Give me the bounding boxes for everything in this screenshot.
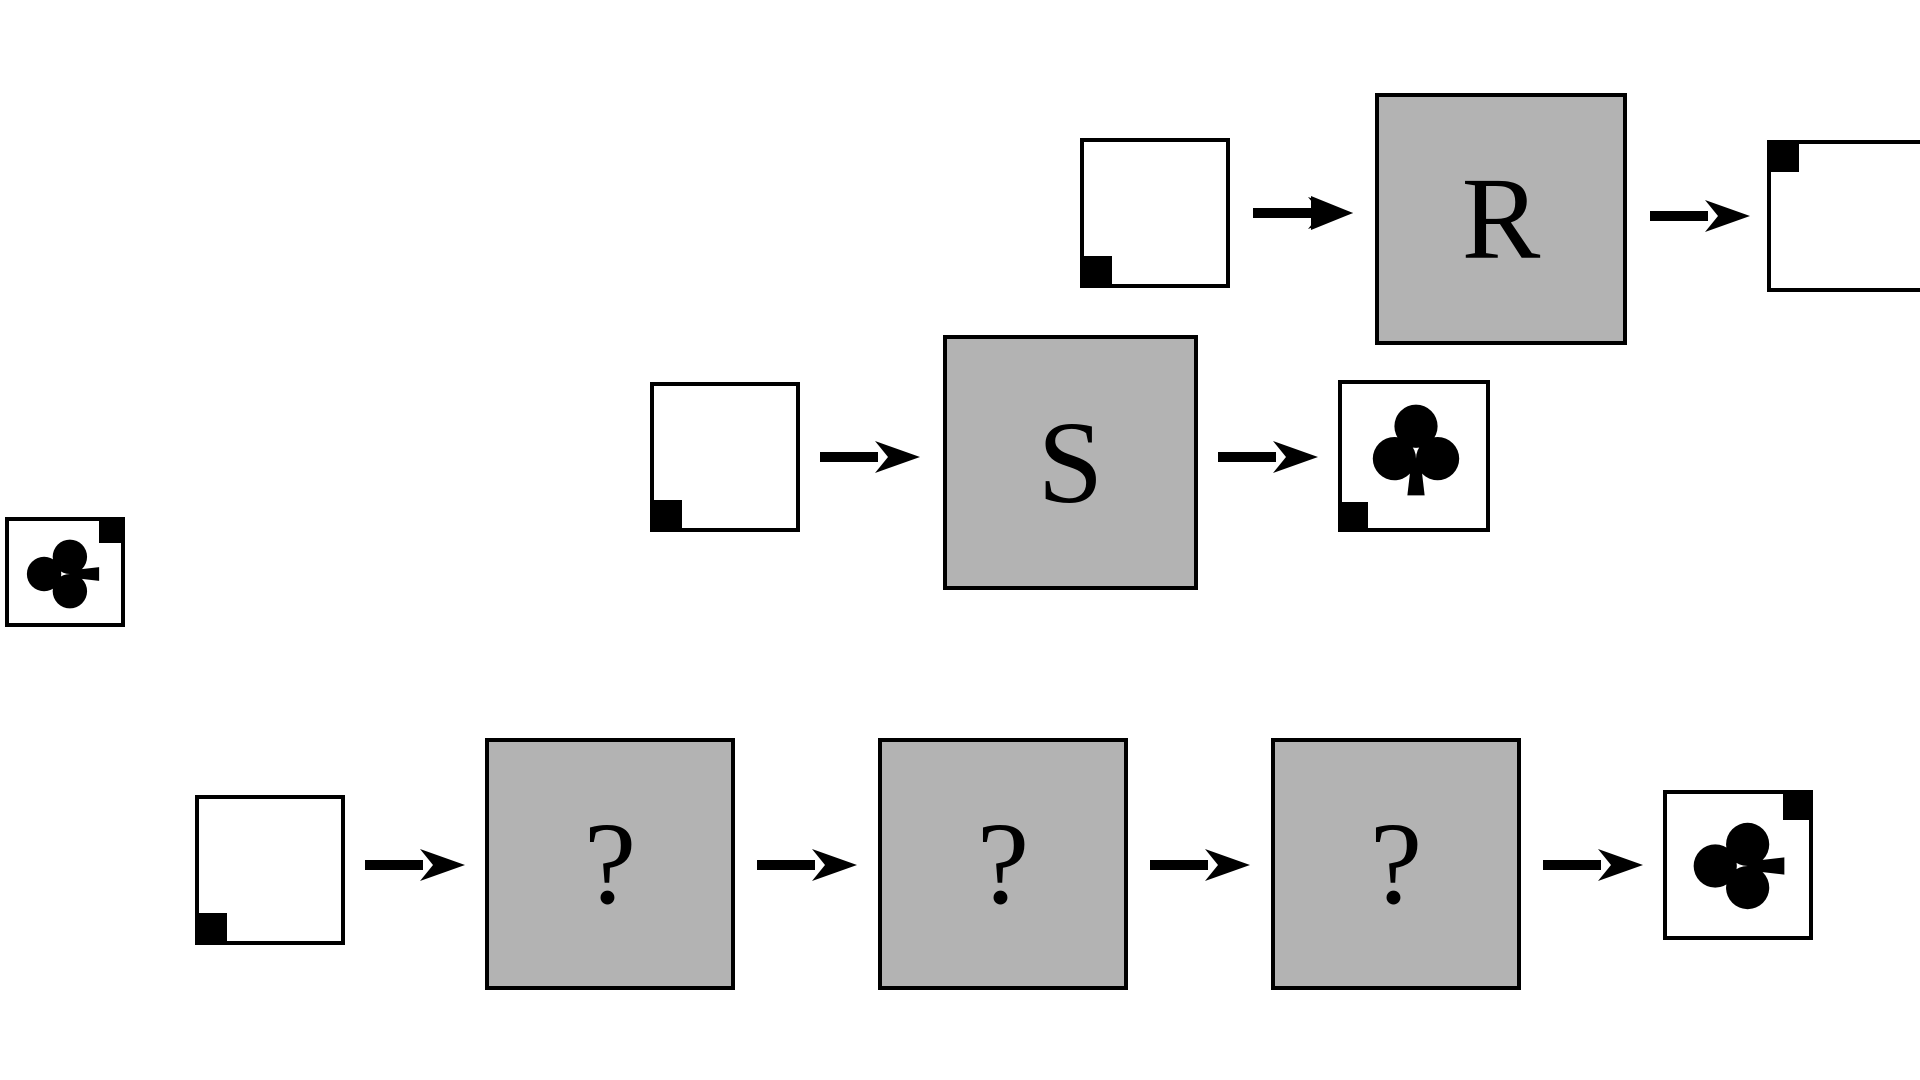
reference-card (5, 517, 125, 627)
operator-label: ? (583, 798, 637, 929)
operator-label: ? (976, 798, 1030, 929)
corner-marker-bottom-left (654, 500, 682, 528)
corner-marker-top-right (1783, 794, 1809, 820)
operator-box-unknown-1[interactable]: ? (485, 738, 735, 990)
corner-marker-bottom-left (199, 913, 227, 941)
operator-label: ? (1369, 798, 1423, 929)
club-icon (26, 539, 100, 609)
row1-output-card (1767, 140, 1920, 292)
club-icon (1372, 404, 1460, 496)
row1-arrow-2 (1650, 200, 1750, 232)
row3-arrow-3 (1150, 849, 1250, 881)
row2-arrow-2 (1218, 441, 1318, 473)
row1-input-card (1080, 138, 1230, 288)
corner-marker-top-right (99, 521, 121, 543)
club-icon (1693, 822, 1785, 910)
row3-output-card (1663, 790, 1813, 940)
row2-output-card (1338, 380, 1490, 532)
operator-box-s[interactable]: S (943, 335, 1198, 590)
row3-input-card (195, 795, 345, 945)
operator-box-unknown-3[interactable]: ? (1271, 738, 1521, 990)
operator-box-unknown-2[interactable]: ? (878, 738, 1128, 990)
row3-arrow-4 (1543, 849, 1643, 881)
row3-arrow-2 (757, 849, 857, 881)
operator-box-r[interactable]: R (1375, 93, 1627, 345)
corner-marker-bottom-left (1084, 256, 1112, 284)
row1-arrow-1 (1253, 196, 1353, 230)
row2-input-card (650, 382, 800, 532)
corner-marker-bottom-left (1342, 502, 1368, 528)
row3-arrow-1 (365, 849, 465, 881)
operator-label: R (1461, 153, 1541, 284)
corner-marker-top-left (1771, 144, 1799, 172)
operator-label: S (1037, 396, 1104, 528)
row2-arrow-1 (820, 441, 920, 473)
